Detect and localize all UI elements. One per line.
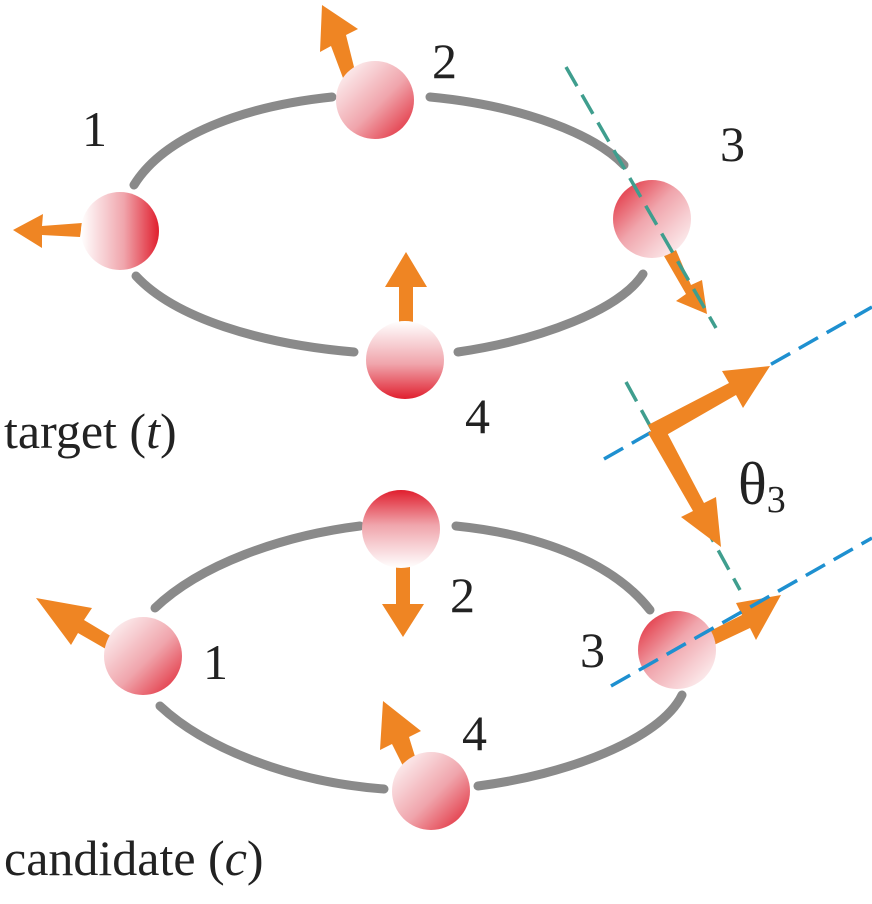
candidate-ball-2 xyxy=(362,490,440,568)
target-ring-arc-3-4 xyxy=(453,269,648,357)
target-ring-group: 1 2 3 4 target (t) xyxy=(4,5,745,459)
candidate-label-1: 1 xyxy=(203,634,228,690)
candidate-ball-1 xyxy=(104,617,182,695)
candidate-dash-line xyxy=(610,536,872,688)
target-ball-2 xyxy=(336,61,414,139)
candidate-caption-var: c xyxy=(225,830,247,886)
candidate-caption-post: ) xyxy=(247,830,264,886)
candidate-arrow-2 xyxy=(382,566,424,637)
target-ring-arc-4-1 xyxy=(131,271,359,357)
target-arrow-3 xyxy=(664,250,707,314)
target-label-1: 1 xyxy=(82,101,107,157)
target-ring-arc-2-3 xyxy=(425,92,629,170)
candidate-arrow-3 xyxy=(708,595,781,645)
angle-label: θ3 xyxy=(738,451,786,521)
candidate-ring-group: 1 2 3 4 candidate (c) xyxy=(4,490,872,886)
target-caption-pre: target ( xyxy=(4,403,146,459)
candidate-label-3: 3 xyxy=(580,622,605,678)
candidate-caption-pre: candidate ( xyxy=(4,830,225,886)
candidate-ring-arc-4-1 xyxy=(155,701,389,794)
target-arrow-4 xyxy=(385,252,427,325)
inset-teal-dash-line xyxy=(624,381,742,591)
target-caption-post: ) xyxy=(160,403,177,459)
candidate-ring-arc-2-3 xyxy=(451,521,655,615)
angle-inset-group: θ3 xyxy=(603,305,872,591)
target-caption-var: t xyxy=(146,403,161,459)
angle-symbol: θ xyxy=(738,451,767,517)
candidate-ring-arc-1-2 xyxy=(150,521,365,613)
target-arrow-1 xyxy=(13,214,82,248)
candidate-label-4: 4 xyxy=(462,705,487,761)
target-dash-line xyxy=(564,66,718,329)
target-ball-1 xyxy=(81,192,159,270)
target-label-3: 3 xyxy=(720,116,745,172)
candidate-caption: candidate (c) xyxy=(4,830,264,886)
target-ball-4 xyxy=(366,321,444,399)
candidate-arrow-1 xyxy=(36,598,124,656)
inset-arrow-teal-direction xyxy=(648,425,721,547)
candidate-label-2: 2 xyxy=(450,567,475,623)
candidate-ring-arc-3-4 xyxy=(473,690,687,791)
candidate-ball-4 xyxy=(392,752,470,830)
angle-subscript: 3 xyxy=(767,479,786,521)
inset-arrow-blue-direction xyxy=(648,366,770,441)
target-ring-arc-1-2 xyxy=(129,92,337,190)
target-caption: target (t) xyxy=(4,403,177,459)
target-label-2: 2 xyxy=(432,33,457,89)
target-arrow-2 xyxy=(320,5,358,78)
target-label-4: 4 xyxy=(465,388,490,444)
candidate-arrow-4 xyxy=(380,701,421,770)
